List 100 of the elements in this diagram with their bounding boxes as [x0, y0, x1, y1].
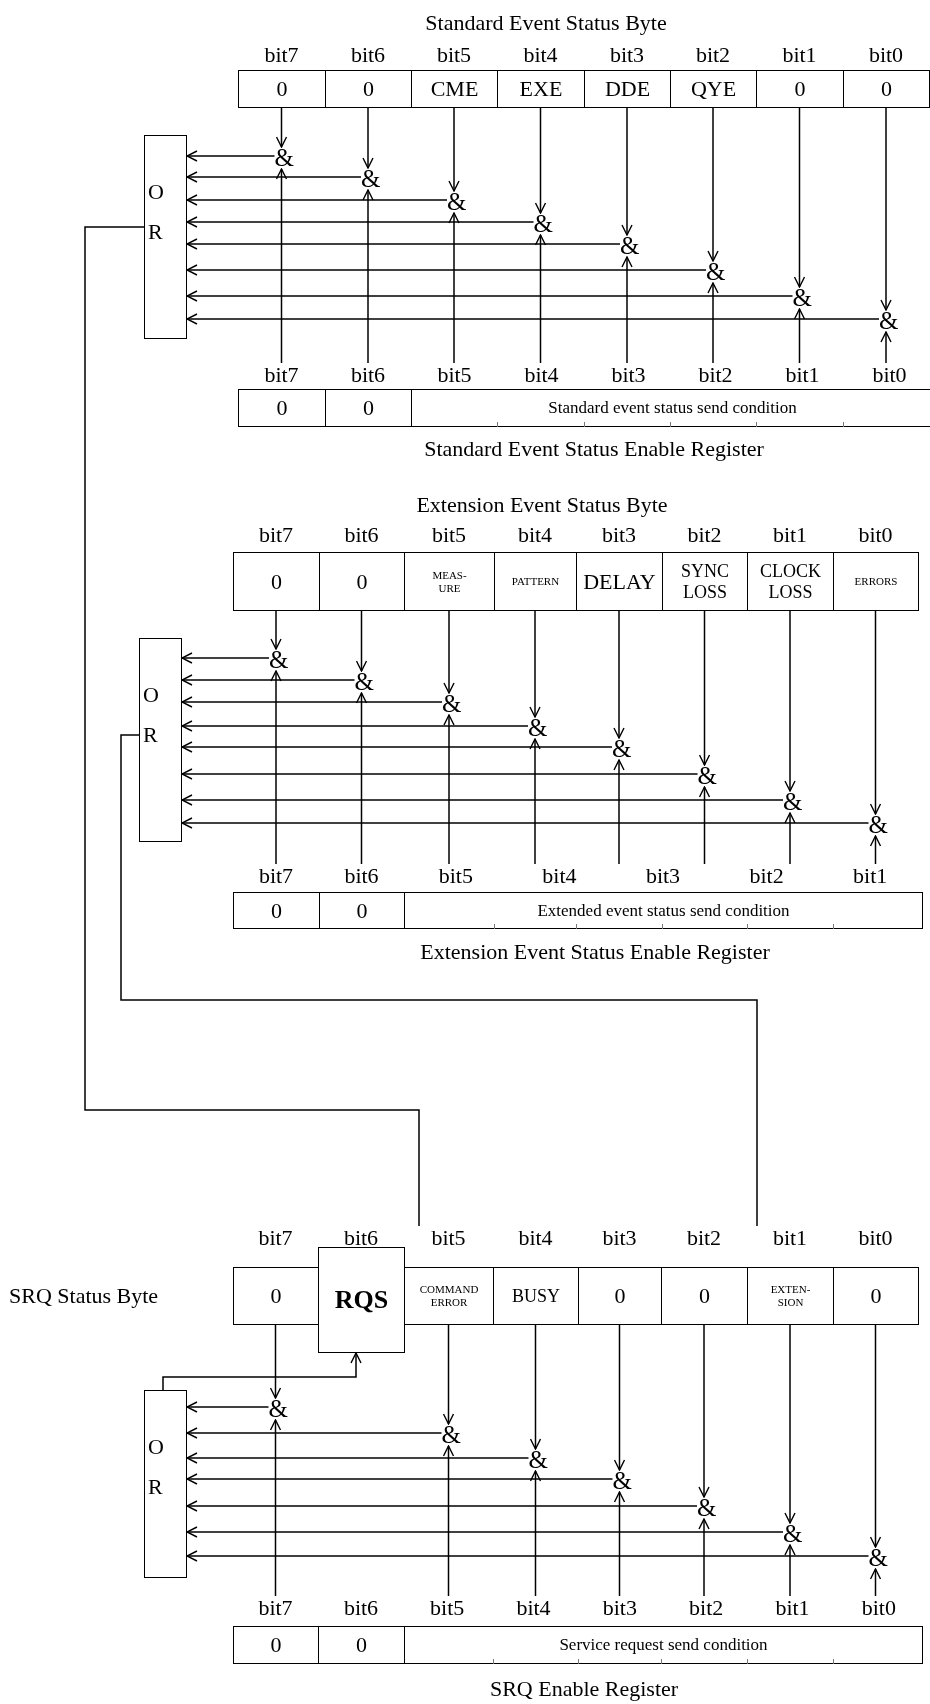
register-cell: Extended event status send condition: [404, 892, 923, 929]
bit-label: bit0: [872, 363, 907, 387]
bit-label: bit5: [431, 523, 467, 547]
and-symbol: &: [697, 1497, 717, 1519]
arrow: [534, 234, 547, 364]
arrow: [698, 610, 711, 766]
arrow: [784, 1544, 796, 1597]
arrow: [698, 786, 711, 865]
register-cell: Service request send condition: [404, 1626, 923, 1664]
and-symbol: &: [268, 1398, 288, 1420]
bit-label: bit2: [749, 864, 784, 888]
and-symbol: &: [361, 168, 381, 190]
register-cell: 0: [318, 1626, 405, 1664]
arrow: [186, 1526, 784, 1538]
arrow: [181, 741, 613, 753]
bit-label: bit3: [601, 523, 637, 547]
arrow: [186, 1500, 698, 1512]
bit-label: bit7: [258, 523, 294, 547]
and-symbol: &: [783, 791, 803, 813]
register-cell: EXE: [497, 70, 585, 108]
bit-label: bit7: [258, 864, 294, 888]
register-cell: DDE: [584, 70, 671, 108]
or-gate: O R: [139, 638, 182, 842]
arrow: [443, 610, 455, 694]
bit-label: bit7: [258, 1596, 293, 1620]
register-cell: 0: [661, 1267, 748, 1325]
bit-label: bit5: [436, 43, 472, 67]
bit-label: bit4: [523, 43, 558, 67]
bit-label: bit4: [517, 523, 553, 547]
arrow: [529, 1324, 542, 1450]
bit-label: bit7: [258, 1226, 293, 1250]
register-cell: 0: [833, 1267, 919, 1325]
register-cell: 0: [233, 892, 320, 929]
arrow: [784, 812, 796, 865]
bit-label: bit2: [689, 1596, 724, 1620]
or-gate: O R: [144, 1390, 187, 1578]
and-symbol: &: [612, 1470, 632, 1492]
arrow: [529, 1470, 542, 1597]
and-symbol: &: [274, 147, 294, 169]
register-cell: 0: [756, 70, 844, 108]
register-title: Extension Event Status Byte: [416, 492, 668, 518]
arrow: [186, 290, 794, 302]
arrow: [448, 107, 460, 192]
arrow: [443, 714, 455, 865]
arrow: [186, 171, 362, 183]
arrow: [181, 768, 699, 780]
bit-label: bit3: [645, 864, 681, 888]
register-cell: BUSY: [493, 1267, 579, 1325]
arrow: [707, 282, 719, 364]
and-symbol: &: [792, 287, 812, 309]
register-cell: DELAY: [576, 552, 663, 611]
arrow: [186, 216, 535, 228]
arrow: [186, 1452, 530, 1464]
arrow: [442, 1324, 455, 1425]
arrow: [186, 194, 448, 206]
register-cell: 0: [319, 892, 405, 929]
arrow: [869, 610, 882, 815]
register-cell: 0: [325, 389, 412, 427]
bit-label: bit6: [344, 864, 379, 888]
arrow: [186, 1427, 443, 1439]
and-symbol: &: [868, 814, 888, 836]
arrow: [181, 652, 270, 664]
register-title: Standard Event Status Enable Register: [424, 436, 764, 462]
arrow: [270, 670, 282, 865]
bit-label: bit0: [861, 1596, 896, 1620]
or-gate: O R: [144, 135, 187, 339]
bit-label: bit2: [695, 43, 731, 67]
arrow: [698, 1324, 710, 1498]
arrow: [613, 610, 625, 739]
bit-label: bit6: [350, 363, 386, 387]
arrow: [869, 1324, 882, 1548]
bit-label: bit0: [868, 43, 904, 67]
bit-label: bit4: [516, 1596, 551, 1620]
bit-label: bit3: [611, 363, 646, 387]
register-cell: 0: [325, 70, 412, 108]
arrow: [270, 610, 282, 650]
register-cell: 0: [843, 70, 930, 108]
bit-label: bit3: [602, 1226, 637, 1250]
arrow: [880, 331, 892, 364]
arrow: [442, 1445, 455, 1597]
arrow: [362, 189, 374, 364]
arrow: [698, 1518, 710, 1597]
register-cell: EXTEN- SION: [747, 1267, 834, 1325]
bit-label: bit3: [602, 1596, 637, 1620]
arrow: [784, 610, 796, 792]
register-title: SRQ Enable Register: [489, 1676, 679, 1702]
register-cell: COMMAND ERROR: [404, 1267, 494, 1325]
arrow: [181, 817, 870, 829]
register-cell: SYNC LOSS: [662, 552, 748, 611]
and-symbol: &: [533, 213, 553, 235]
arrow: [186, 238, 621, 250]
register-cell: 0: [238, 70, 326, 108]
bit-label: bit6: [343, 1596, 379, 1620]
bit-label: bit4: [542, 864, 577, 888]
connector-line: [84, 226, 420, 1227]
arrow: [186, 1473, 614, 1485]
and-symbol: &: [620, 235, 640, 257]
and-symbol: &: [868, 1547, 888, 1569]
arrow: [275, 107, 288, 148]
arrow: [181, 674, 356, 686]
